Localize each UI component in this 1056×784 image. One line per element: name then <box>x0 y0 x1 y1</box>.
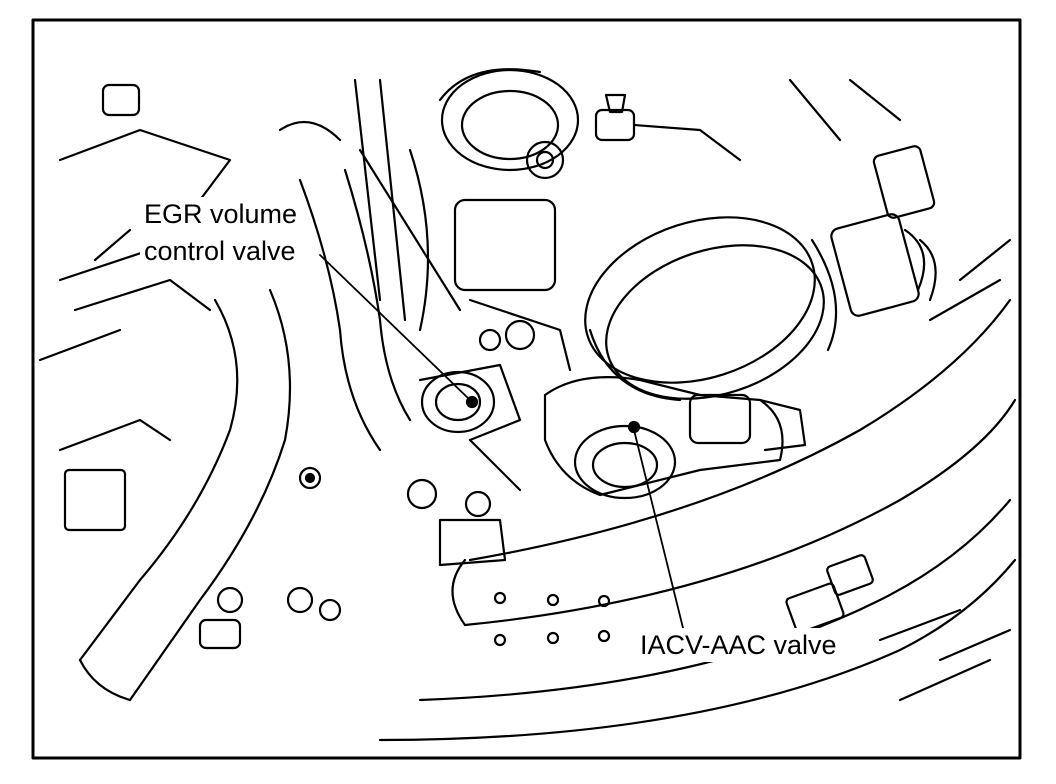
lower-hose <box>451 298 1017 647</box>
iacv-label: IACV-AAC valve <box>636 628 841 662</box>
egr-label-line1: EGR volume <box>140 197 302 231</box>
egr-leader-line <box>319 254 471 401</box>
iacv-leader-line <box>633 429 685 633</box>
bolts-cluster <box>198 466 507 650</box>
egr-valve-body <box>418 363 522 492</box>
right-parts <box>785 78 1012 702</box>
vertical-hose <box>278 120 412 452</box>
pulley-area <box>353 78 572 372</box>
iacv-valve-body <box>543 376 807 500</box>
upper-left-parts <box>38 83 232 532</box>
egr-label-line2: control valve <box>140 234 300 268</box>
regulator-top <box>438 68 580 180</box>
figure-frame <box>31 18 1022 760</box>
bottom-duct <box>378 498 1017 742</box>
top-fitting <box>594 93 742 162</box>
intake-drum <box>584 216 838 402</box>
left-pipe <box>78 288 292 702</box>
right-connector <box>830 145 937 317</box>
